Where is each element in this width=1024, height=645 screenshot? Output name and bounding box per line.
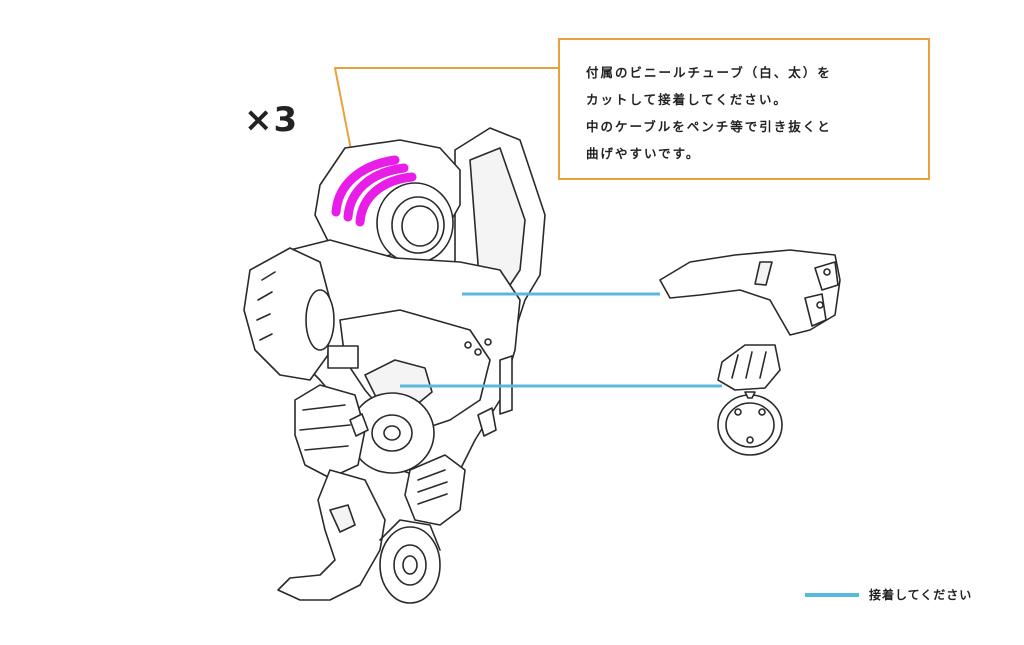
detached-part-a [659, 249, 841, 336]
instruction-line: 付属のビニールチューブ（白、太）を [586, 65, 832, 80]
instruction-line: カットして接着してください。 [586, 92, 788, 107]
left-cylinder [243, 247, 331, 381]
callout-leader [334, 67, 561, 156]
legend-label: 接着してください [869, 588, 973, 602]
instruction-callout: 付属のビニールチューブ（白、太）を カットして接着してください。 中のケーブルを… [558, 38, 930, 180]
legend-swatch [805, 593, 859, 597]
instruction-line: 曲げやすいです。 [586, 146, 701, 161]
instruction-line: 中のケーブルをペンチ等で引き抜くと [586, 119, 832, 134]
quantity-label: ×3 [244, 100, 299, 140]
left-cylinder-cap [305, 289, 335, 351]
leg [277, 469, 386, 601]
vinyl-tube-highlight [331, 155, 417, 227]
side-bracket [327, 345, 359, 369]
vent-block [404, 454, 466, 526]
